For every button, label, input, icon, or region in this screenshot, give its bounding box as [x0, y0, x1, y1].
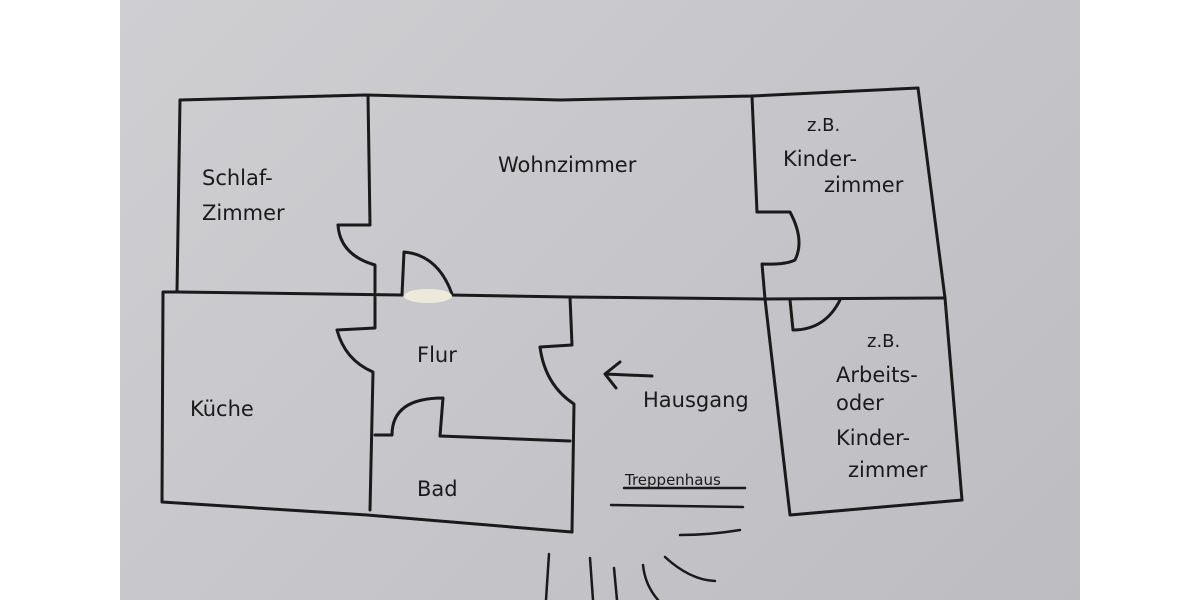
wall-kueche-flur	[335, 295, 377, 512]
label-kinder-2: zimmer	[824, 173, 904, 197]
door-arbeits	[788, 298, 842, 332]
label-arbeits-zb: z.B.	[867, 331, 900, 352]
label-hausgang: Hausgang	[643, 388, 749, 412]
wall-flur-right	[538, 295, 576, 534]
stair-line	[641, 563, 660, 600]
label-bad: Bad	[417, 477, 458, 501]
label-flur: Flur	[417, 343, 457, 367]
wall-kinder-left	[750, 94, 801, 301]
arrow-icon	[603, 360, 654, 390]
wall-bottom-bad	[365, 513, 574, 534]
stair-line	[588, 556, 595, 600]
label-treppenhaus: Treppenhaus	[624, 471, 721, 489]
label-wohnzimmer: Wohnzimmer	[498, 153, 637, 177]
label-arbeits-1: Arbeits-	[836, 363, 918, 387]
label-schlafzimmer-1: Schlaf-	[202, 166, 273, 190]
label-kueche: Küche	[190, 397, 254, 421]
label-schlafzimmer-2: Zimmer	[202, 201, 285, 225]
label-arbeits-4: zimmer	[848, 458, 928, 482]
wall-schlaf-wohn	[336, 93, 372, 227]
stair-line	[612, 566, 619, 600]
stair-line	[544, 552, 551, 600]
wall-left	[160, 98, 369, 517]
label-kinder-1: Kinder-	[783, 147, 857, 171]
stair-line	[663, 555, 717, 583]
wall-top	[178, 86, 920, 102]
label-arbeits-3: Kinder-	[836, 426, 910, 450]
wall-bad-top	[373, 396, 572, 443]
label-kinder-zb: z.B.	[807, 115, 840, 136]
glue-mark	[404, 289, 452, 303]
label-arbeits-2: oder	[836, 391, 884, 415]
door-wohn	[400, 250, 454, 297]
wall-arbeits-left	[763, 296, 964, 517]
wall-middle	[175, 290, 947, 301]
stair-line	[678, 528, 742, 537]
stair-line	[609, 503, 745, 509]
door-schlaf	[336, 223, 377, 294]
wall-right-upper	[916, 86, 947, 300]
